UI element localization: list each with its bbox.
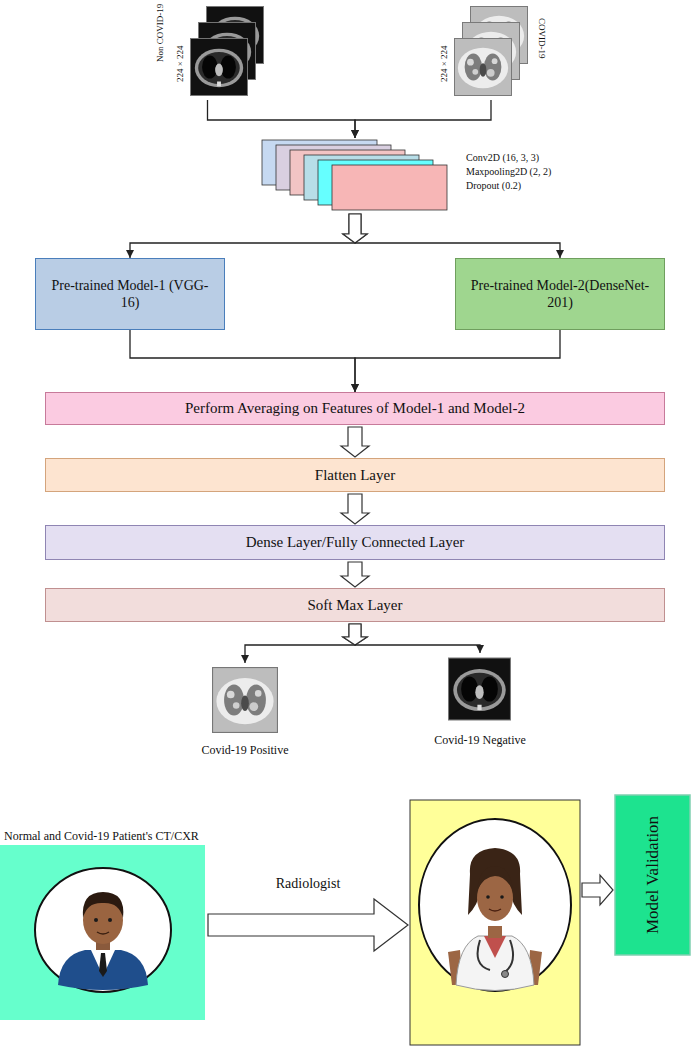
vertical-label: Model Validation [643,816,662,934]
image-stack: Non COVID-19 224 × 224 [150,4,265,100]
connector [343,624,484,653]
arrowhead [556,250,564,258]
box-label: Pre-trained Model-2(DenseNet-201) [466,277,654,312]
hollow-arrow [343,214,367,243]
connector [130,330,359,392]
connector [351,330,560,392]
connector [351,100,491,138]
band-label: Flatten Layer [315,466,395,485]
image-stack: 224 × 224 COVID-19 [432,4,550,100]
ct-image-stack [190,6,263,95]
connector-line [245,645,355,663]
process-band: Flatten Layer [45,458,665,492]
band-label: Dense Layer/Fully Connected Layer [246,533,465,552]
layer-stack [262,140,447,210]
patient-panel [0,845,205,1020]
output-image [449,658,511,720]
hollow-arrow [582,875,613,905]
output-image: Covid-19 Positive [185,663,305,763]
arrowhead [351,384,359,392]
patient-box: Normal and Covid-19 Patient's CT/CXR [0,845,205,1020]
band-label: Soft Max Layer [308,596,403,615]
connector-line [130,330,355,392]
arrowhead [351,130,359,138]
hollow-arrow [341,494,369,524]
process-band: Perform Averaging on Features of Model-1… [45,392,665,425]
block-arrow [341,427,369,457]
connector-line [355,243,560,258]
arrowhead [351,384,359,392]
arrowhead [351,130,359,138]
arrowhead [126,250,134,258]
ct-image-stack [454,6,527,95]
radiologist-panel [410,800,580,1045]
arrowhead [241,655,249,663]
connector-line [355,330,560,392]
connector-line [355,100,491,138]
layer-label: Conv2D (16, 3, 3) [466,152,539,164]
model-box: Pre-trained Model-2(DenseNet-201) [455,258,665,330]
class-label: Covid-19 Negative [420,733,540,747]
block-arrow [208,899,408,951]
arrowhead [476,645,484,653]
class-label: COVID-19 [537,18,546,59]
class-label: Non COVID-19 [156,4,165,62]
process-band: Dense Layer/Fully Connected Layer [45,525,665,560]
dimension-label: 224 × 224 [176,45,185,82]
connector [241,624,367,663]
band-label: Perform Averaging on Features of Model-1… [185,399,525,418]
connector [126,214,367,258]
connector [343,214,564,258]
process-band: Soft Max Layer [45,588,665,622]
hollow-arrow [341,562,369,587]
connector [208,100,360,138]
hollow-arrow [343,624,367,645]
heading-label: Normal and Covid-19 Patient's CT/CXR [4,829,199,843]
layer-stack: Conv2D (16, 3, 3) Maxpooling2D (2, 2) Drop… [258,138,578,212]
model-box: Pre-trained Model-1 (VGG-16) [35,258,225,330]
output-image [213,668,278,733]
block-arrow [341,562,369,587]
class-label: Covid-19 Positive [185,743,305,757]
layer-label: Dropout (0.2) [466,180,521,192]
connector-line [355,645,480,653]
validation-box: Model Validation [615,795,690,955]
box-label: Pre-trained Model-1 (VGG-16) [46,277,214,312]
block-arrow [582,875,613,905]
dimension-label: 224 × 224 [440,45,449,82]
connector-line [208,100,356,138]
hollow-arrow [343,214,367,243]
block-arrow [341,494,369,524]
hollow-arrow [341,427,369,457]
output-image: Covid-19 Negative [420,653,540,753]
validation-panel [615,795,690,955]
connector-line [130,243,355,258]
layer-label: Maxpooling2D (2, 2) [466,166,551,178]
edge-label: Radiologist [274,876,343,893]
hollow-arrow [208,899,408,951]
hollow-arrow [343,624,367,645]
radiologist-box [410,800,580,1045]
